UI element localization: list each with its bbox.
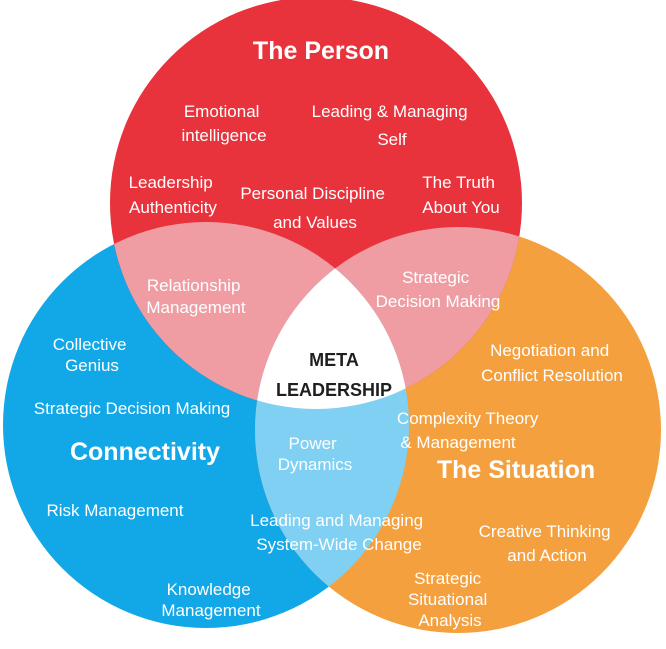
center-label-line1: META <box>309 350 359 370</box>
item-creative-thinking: Creative Thinking and Action <box>479 522 616 565</box>
item-strategic-decision-making-overlap: Strategic Decision Making <box>376 268 501 311</box>
item-collective-genius: Collective Genius <box>53 335 131 375</box>
item-leading-managing-self: Leading & Managing Self <box>312 102 473 149</box>
center-label-line2: LEADERSHIP <box>276 380 392 400</box>
item-relationship-management: Relationship Management <box>146 276 246 317</box>
item-personal-discipline: Personal Discipline and Values <box>240 184 389 232</box>
overlap-center <box>255 227 409 409</box>
item-emotional-intelligence: Emotional intelligence <box>181 102 266 145</box>
item-truth-about-you: The Truth About You <box>422 173 500 217</box>
item-power-dynamics: Power Dynamics <box>278 434 353 474</box>
item-complexity-theory: Complexity Theory & Management <box>397 409 543 452</box>
item-system-wide-change: Leading and Managing System-Wide Change <box>250 511 428 554</box>
connectivity-title: Connectivity <box>70 438 220 466</box>
item-knowledge-management: Knowledge Management <box>161 580 261 620</box>
situation-title: The Situation <box>437 456 595 484</box>
item-negotiation-conflict: Negotiation and Conflict Resolution <box>481 341 623 385</box>
item-leadership-authenticity: Leadership Authenticity <box>129 173 218 217</box>
item-risk-management: Risk Management <box>46 501 183 520</box>
item-strategic-situational-analysis: Strategic Situational Analysis <box>408 569 492 630</box>
item-strategic-decision-making: Strategic Decision Making <box>34 399 231 418</box>
person-title: The Person <box>253 37 389 65</box>
